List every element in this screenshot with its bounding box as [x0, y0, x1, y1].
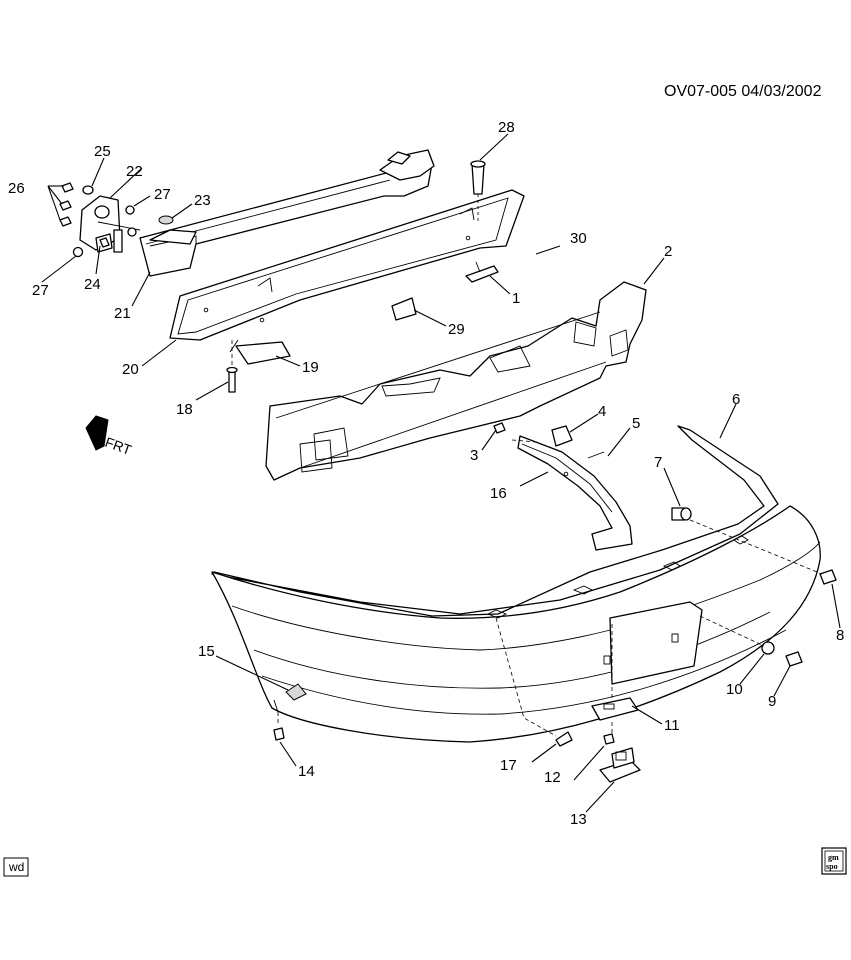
callout-5: 5	[632, 415, 640, 432]
absorber-frame-part-20	[169, 189, 525, 341]
guide-bracket-part-16	[517, 435, 633, 551]
nut-part-27-lower	[72, 246, 84, 258]
gm-spo-logo: gm spo	[821, 847, 847, 875]
callout-23: 23	[194, 192, 211, 209]
screw-part-12	[603, 733, 615, 745]
nut-part-23	[158, 215, 174, 225]
bracket-part-22	[79, 195, 141, 253]
callout-20: 20	[122, 361, 139, 378]
bolt-part-25	[82, 185, 94, 195]
callout-17: 17	[500, 757, 517, 774]
callout-2: 2	[664, 243, 672, 260]
callout-22: 22	[126, 163, 143, 180]
bolt-part-14	[273, 727, 285, 741]
logo-text-bottom: spo	[826, 862, 838, 871]
callout-3: 3	[470, 447, 478, 464]
callout-10: 10	[726, 681, 743, 698]
callout-18: 18	[176, 401, 193, 418]
callout-15: 15	[198, 643, 215, 660]
callout-11: 11	[664, 717, 680, 734]
impact-bar-part-21	[139, 149, 435, 277]
callout-25: 25	[94, 143, 111, 160]
callout-27-lower: 27	[32, 282, 49, 299]
bracket-part-1	[465, 261, 499, 283]
callout-8: 8	[836, 627, 844, 644]
callout-1: 1	[512, 290, 520, 307]
clip-part-4	[551, 425, 573, 447]
clip-part-15	[285, 683, 307, 701]
callout-26: 26	[8, 180, 25, 197]
bolt-part-9	[785, 651, 803, 667]
leader-lines	[41, 133, 841, 813]
drawing-id: OV07-005 04/03/2002	[664, 83, 822, 100]
callout-28: 28	[498, 119, 515, 136]
callout-6: 6	[732, 391, 740, 408]
lamp-housing-part-13	[599, 747, 641, 783]
frt-label: FRT	[103, 434, 134, 458]
pin-part-28	[470, 160, 486, 222]
nut-part-27-upper	[125, 205, 137, 237]
bolt-part-7	[671, 507, 692, 521]
bracket-part-5	[587, 451, 605, 459]
nut-part-10	[761, 641, 775, 655]
grommet-part-17	[555, 731, 573, 747]
callout-9: 9	[768, 693, 776, 710]
alignment-lines	[231, 340, 823, 737]
logo-text-top: gm	[828, 853, 839, 862]
bumper-fascia-part-6	[211, 425, 821, 743]
clip-part-24	[99, 237, 110, 248]
bracket-part-19	[229, 339, 291, 365]
callout-13: 13	[570, 811, 587, 828]
callout-4: 4	[598, 403, 606, 420]
wd-badge-text: wd	[8, 860, 24, 874]
callout-21: 21	[114, 305, 131, 322]
bracket-part-29	[391, 297, 417, 321]
front-direction-arrow: FRT	[85, 415, 134, 458]
callout-12: 12	[544, 769, 561, 786]
callout-27-upper: 27	[154, 186, 171, 203]
bolt-part-3	[493, 422, 506, 434]
callout-24: 24	[84, 276, 101, 293]
bolts-part-26	[59, 182, 74, 227]
bolt-part-8	[819, 569, 837, 585]
callout-labels: 28 2 30 1 29 19 18 20 21 25 22 23 27 26 …	[8, 119, 844, 828]
callout-29: 29	[448, 321, 465, 338]
bolt-part-18	[226, 366, 238, 393]
wd-badge: wd	[3, 857, 29, 877]
energy-absorber-part-2	[265, 281, 647, 481]
callout-30: 30	[570, 230, 587, 247]
callout-14: 14	[298, 763, 315, 780]
callout-19: 19	[302, 359, 319, 376]
callout-7: 7	[654, 454, 662, 471]
callout-16: 16	[490, 485, 507, 502]
